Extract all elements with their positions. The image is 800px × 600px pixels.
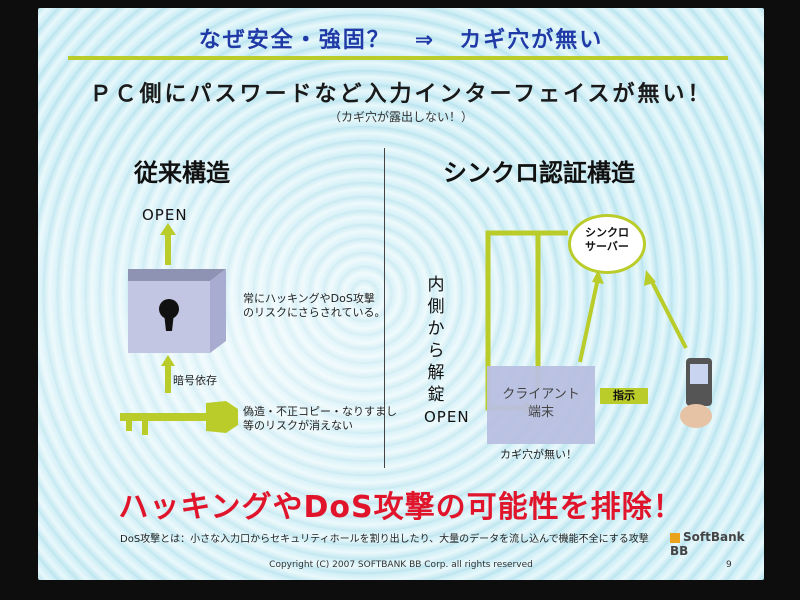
synchro-diagram (485, 230, 712, 428)
left-open-label: OPEN (142, 206, 188, 224)
client-label-line-2: 端末 (527, 405, 554, 420)
presentation-slide: なぜ安全・強固？ ⇒ カギ穴が無い ＰＣ側にパスワードなど入力インターフェイスが… (38, 8, 764, 580)
phone-to-server-arrow-icon (644, 270, 656, 286)
lock-box-top (128, 269, 226, 281)
vertical-char: 解 (427, 363, 445, 383)
flow-line-phone-server (648, 277, 688, 349)
headline: ＰＣ側にパスワードなど入力インターフェイスが無い！ (89, 82, 713, 107)
no-keyhole-label: カギ穴が無い！ (500, 448, 577, 461)
server-label-line-1: シンクロ (585, 226, 629, 239)
column-divider (384, 148, 385, 468)
vertical-char: 内 (427, 275, 445, 295)
brand-logo: SoftBank BB (670, 530, 764, 558)
slide-title: なぜ安全・強固？ ⇒ カギ穴が無い (198, 28, 604, 53)
server-label-line-2: サーバー (585, 240, 629, 253)
synchro-server-label: シンクロ サーバー (568, 226, 646, 254)
vertical-char: ら (427, 341, 445, 361)
open-arrow-icon (160, 223, 176, 265)
vertical-char: 錠 (427, 385, 445, 405)
vertical-char: 側 (427, 297, 445, 317)
cipher-label: 暗号依存 (173, 374, 217, 387)
brand-name: SoftBank BB (670, 530, 745, 558)
client-terminal-box (487, 366, 595, 444)
unlock-from-inside-label: 内 側 か ら 解 錠 (425, 274, 447, 406)
copyright-footer: Copyright (C) 2007 SOFTBANK BB Corp. all… (269, 560, 533, 570)
right-heading: シンクロ認証構造 (443, 159, 635, 187)
client-label-line-1: クライアント (502, 387, 580, 402)
synchro-server-node (568, 214, 646, 274)
flow-line-client-server (578, 277, 600, 363)
conventional-diagram (120, 223, 238, 435)
instruction-label: 指示 (600, 388, 648, 404)
hacking-risk-line-1: 常にハッキングやDoS攻撃 (243, 292, 375, 305)
forgery-risk-line-2: 等のリスクが消えない (243, 419, 353, 432)
mobile-phone-icon (680, 358, 712, 428)
forgery-risk-line-1: 偽造・不正コピー・なりすまし (243, 405, 397, 418)
softbank-logo-icon (670, 532, 680, 543)
subheadline: （カギ穴が露出しない！） (328, 110, 473, 124)
dos-definition-note: DoS攻撃とは：小さな入力口からセキュリティホールを割り出したり、大量のデータを… (120, 534, 649, 545)
client-terminal-label: クライアント 端末 (487, 386, 595, 422)
cipher-arrow-icon (161, 355, 175, 393)
left-heading: 従来構造 (134, 159, 230, 187)
keyhole-icon (159, 299, 179, 319)
title-underline (68, 56, 728, 60)
page-number: 9 (726, 560, 732, 570)
flow-line-left (535, 230, 568, 388)
key-icon (120, 401, 238, 435)
lock-box-side (210, 269, 226, 353)
client-to-server-arrow-icon (592, 270, 604, 284)
hacking-risk-line-2: のリスクにさらされている。 (243, 306, 386, 319)
vertical-char: か (427, 319, 445, 339)
right-open-label: OPEN (424, 408, 470, 426)
bottom-headline: ハッキングやDoS攻撃の可能性を排除！ (118, 490, 684, 525)
